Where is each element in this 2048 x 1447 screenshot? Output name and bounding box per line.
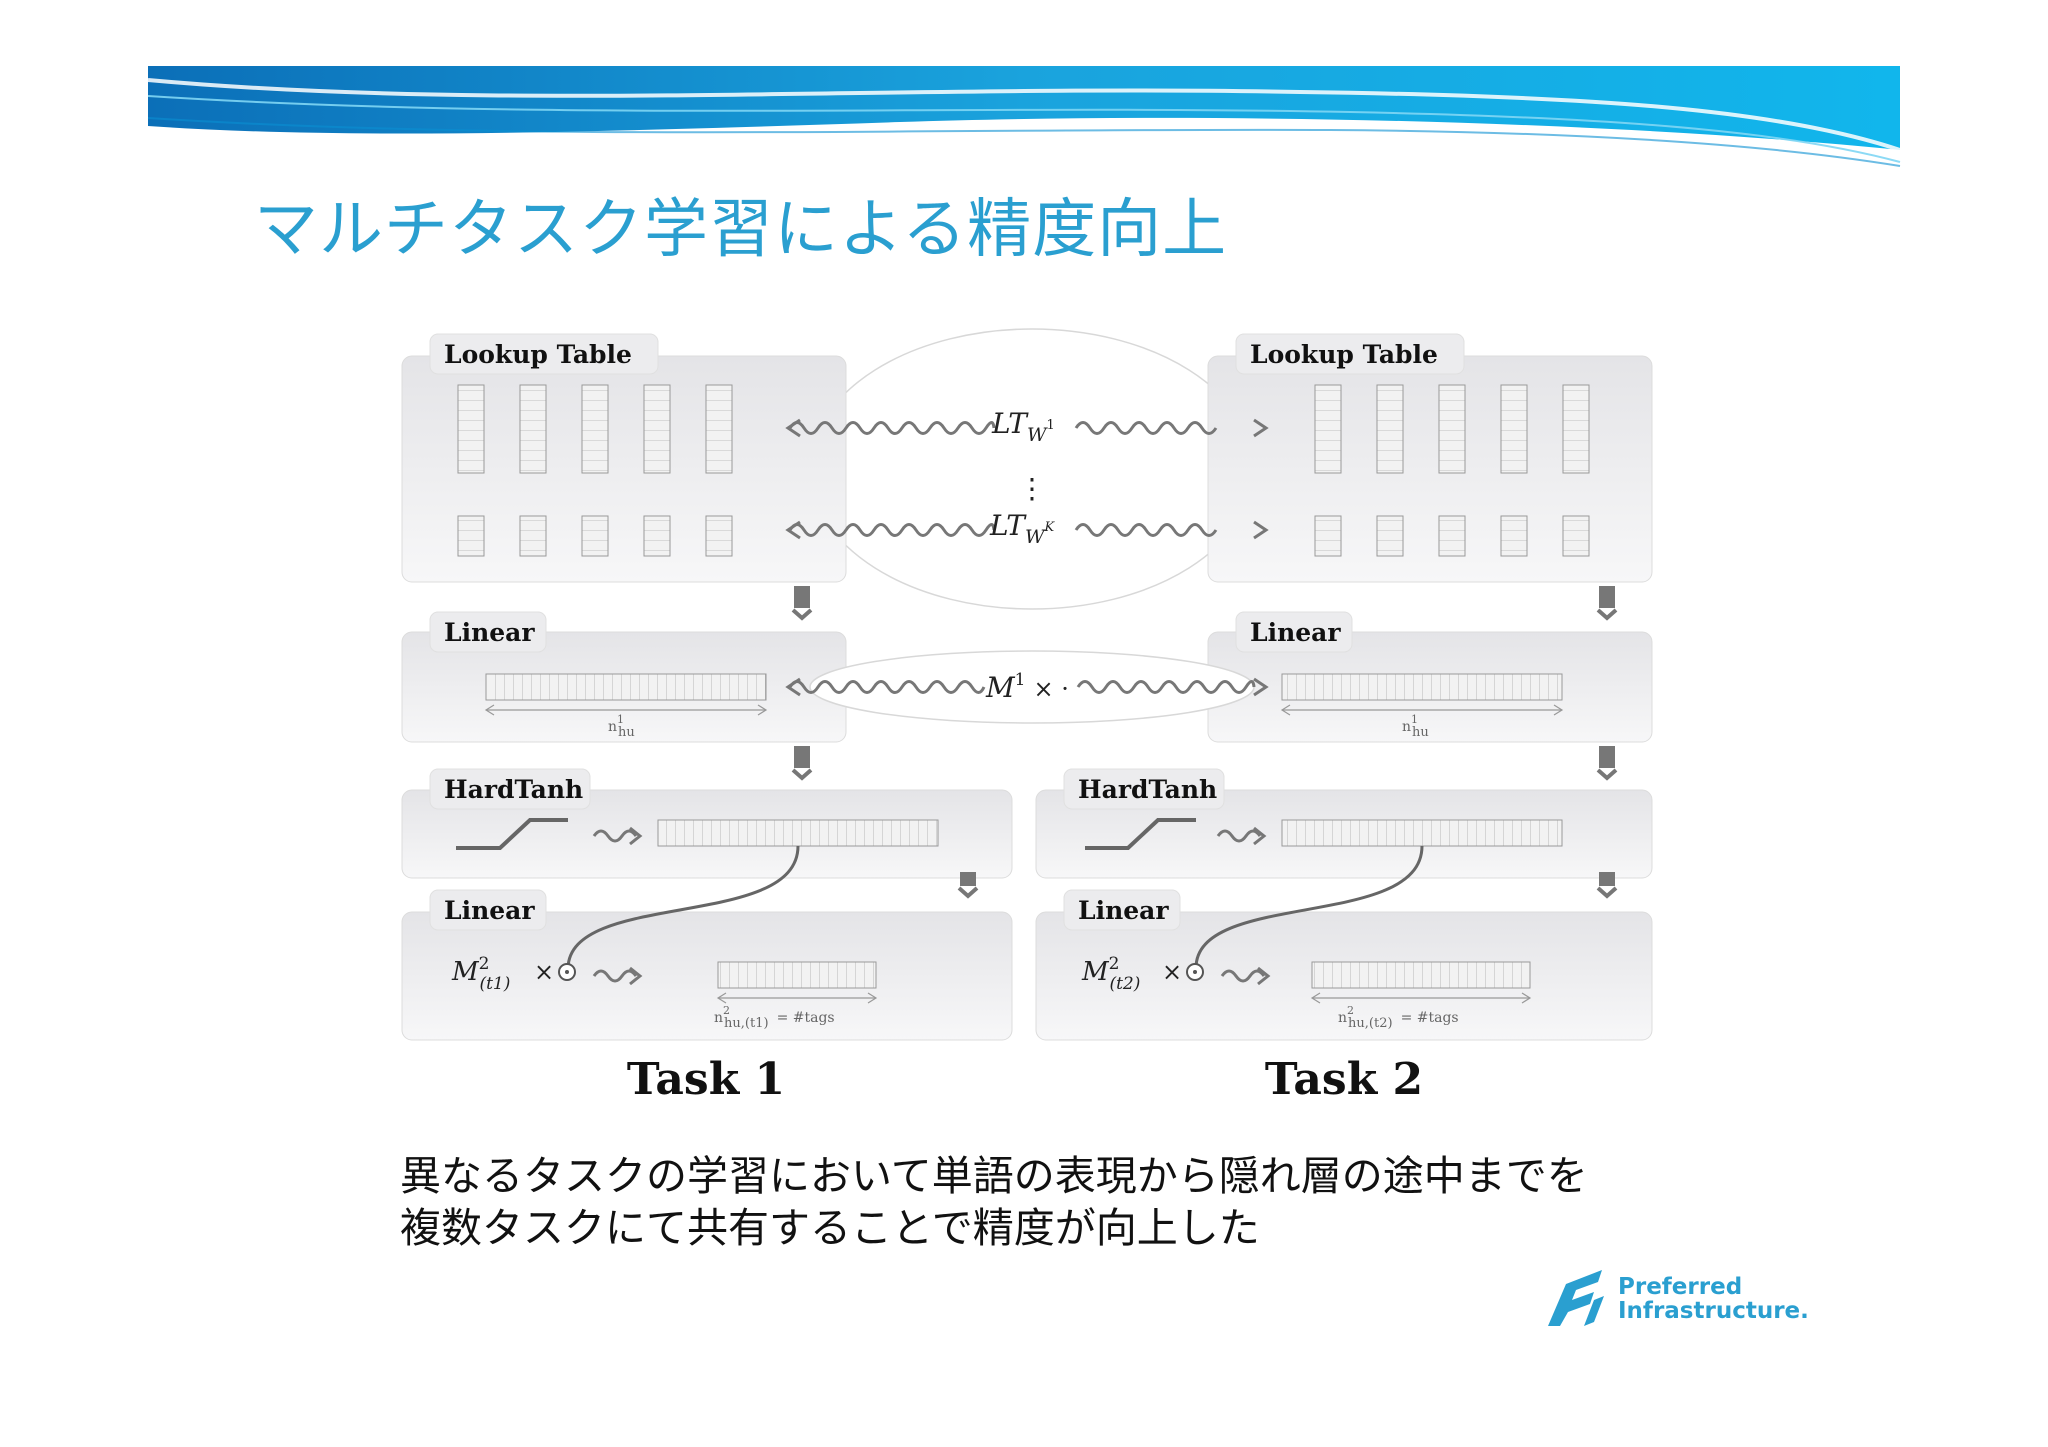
slide-title: マルチタスク学習による精度向上 [254, 193, 1228, 267]
hardtanh-curve-icon [1085, 818, 1196, 850]
task1-connection-curve [566, 845, 800, 969]
wavy-double-arrow-icon [1074, 523, 1218, 537]
down-arrow-icon [1596, 872, 1618, 899]
task1-linear2-matrix: M2(t1) [451, 954, 510, 994]
task2-linear2-vector [1311, 961, 1531, 989]
down-arrow-icon [1596, 586, 1618, 621]
task2-lookup-vectors-small [1314, 515, 1590, 557]
lt-w1-label: LTW1 [991, 407, 1055, 446]
shared-linear-ellipse [809, 650, 1255, 724]
task1-label: Task 1 [627, 1054, 785, 1105]
logo-line1: Preferred [1618, 1274, 1742, 1300]
task1-lookup-vectors-large [457, 384, 733, 474]
task2-label: Task 2 [1265, 1054, 1423, 1105]
task1-linear2-dim-arrow [716, 992, 878, 1004]
task1-times: × [534, 958, 554, 986]
squiggle-arrow-icon [592, 966, 643, 986]
m1-label: M1× · [985, 670, 1069, 704]
down-arrow-icon [791, 746, 813, 781]
task2-linear1-tag [1235, 611, 1353, 653]
shared-lookup-ellipse [809, 328, 1255, 610]
squiggle-arrow-icon [1220, 966, 1271, 986]
task1-lookup-title: Lookup Table [444, 340, 632, 369]
task1-hardtanh-title: HardTanh [444, 775, 583, 804]
wavy-double-arrow-icon [1074, 421, 1218, 435]
task2-linear1-title: Linear [1250, 618, 1341, 647]
lt-wk-label: LTWK [989, 509, 1056, 548]
down-arrow-icon [957, 872, 979, 899]
task1-linear1-vector [485, 673, 767, 701]
task2-lookup-title: Lookup Table [1250, 340, 1438, 369]
squiggle-arrow-icon [1216, 826, 1267, 846]
slide-caption: 異なるタスクの学習において単語の表現から隠れ層の途中までを 複数タスクにて共有す… [400, 1150, 1588, 1254]
task2-hardtanh-tag [1063, 768, 1225, 810]
circle-dot-icon [558, 963, 576, 981]
task1-linear2-title: Linear [444, 896, 535, 925]
wavy-double-arrow-icon [788, 523, 996, 537]
task2-times: × [1162, 958, 1182, 986]
shared-parameters: LTW1 ⋮ LTWK M1× · [785, 407, 1269, 724]
down-arrow-icon [1596, 746, 1618, 781]
task1-linear1-tag [429, 611, 547, 653]
task1-lookup-vectors-small [457, 515, 733, 557]
down-arrow-icon [791, 586, 813, 621]
task2-hardtanh-title: HardTanh [1078, 775, 1217, 804]
task1-lookup-tag [429, 333, 659, 375]
task2-linear2-dim-arrow [1310, 992, 1532, 1004]
task2-linear2-matrix: M2(t2) [1081, 954, 1140, 994]
circle-dot-icon [1186, 963, 1204, 981]
logo-line2: Infrastructure. [1618, 1298, 1809, 1324]
wavy-double-arrow-icon [788, 680, 986, 694]
caption-line-1: 異なるタスクの学習において単語の表現から隠れ層の途中までを [400, 1152, 1588, 1200]
task1-linear2-tag [429, 889, 547, 931]
task2-linear2-title: Linear [1078, 896, 1169, 925]
task2-lookup-tag [1235, 333, 1465, 375]
task1-linear1-dim-arrow [484, 704, 768, 716]
task1-hardtanh-vector [657, 819, 939, 847]
task2-linear1-vector [1281, 673, 1563, 701]
task1-linear2-vector [717, 961, 877, 989]
task1-linear2-panel [401, 911, 1013, 1041]
preferred-infrastructure-logo-icon: Preferred Infrastructure. [1548, 1270, 1809, 1326]
wavy-double-arrow-icon [1076, 680, 1256, 694]
task2-linear2-tag [1063, 889, 1181, 931]
task1-linear1-title: Linear [444, 618, 535, 647]
wavy-double-arrow-icon [788, 421, 996, 435]
caption-line-2: 複数タスクにて共有することで精度が向上した [400, 1204, 1260, 1252]
vertical-ellipsis: ⋮ [1018, 472, 1046, 505]
task2-hardtanh-vector [1281, 819, 1563, 847]
task2-lookup-vectors-large [1314, 384, 1590, 474]
task2-connection-curve [1194, 845, 1424, 969]
hardtanh-curve-icon [456, 818, 568, 850]
header-banner [147, 66, 1901, 167]
squiggle-arrow-icon [592, 826, 643, 846]
task2-linear1-dim-arrow [1280, 704, 1564, 716]
task1-hardtanh-tag [429, 768, 591, 810]
